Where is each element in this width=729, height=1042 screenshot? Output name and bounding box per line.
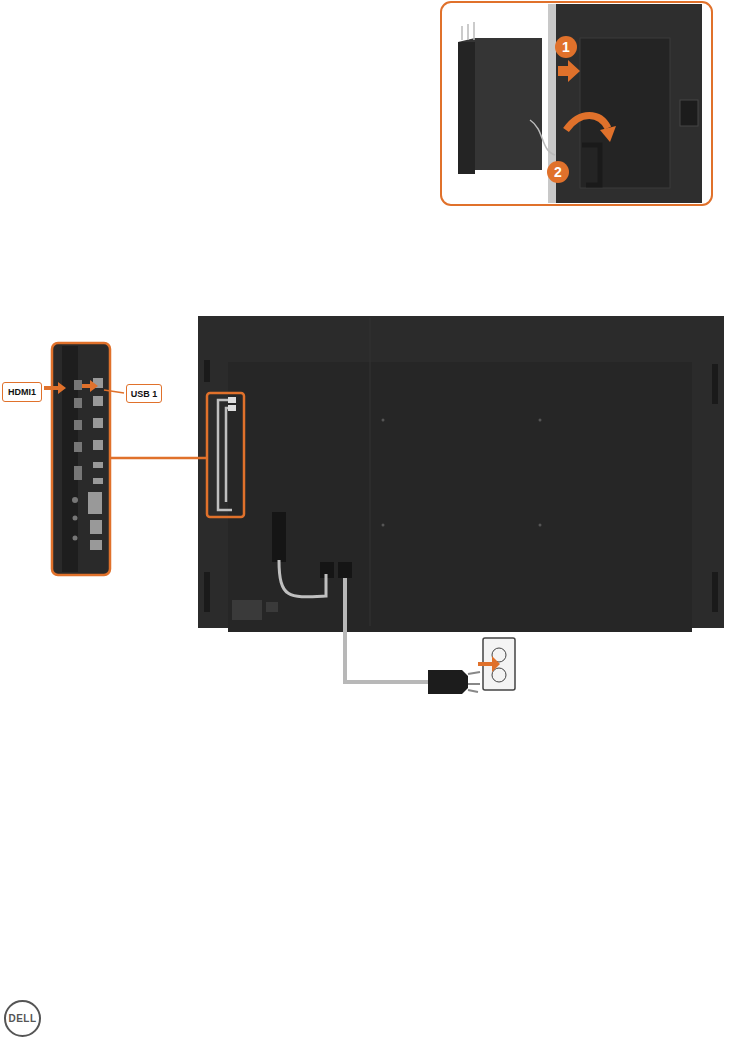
handle (712, 572, 718, 612)
zoom-leader (110, 457, 207, 460)
callout-number: 2 (547, 161, 569, 183)
port-label-text: USB 1 (131, 389, 158, 399)
zoom-panel (52, 343, 110, 575)
callout-number: 1 (555, 36, 577, 58)
rotate-arrow (566, 116, 608, 131)
handle (712, 364, 718, 404)
prongs (468, 672, 480, 692)
internal-cable (279, 560, 326, 597)
usb-leader (104, 390, 124, 393)
cable-slot (272, 512, 286, 562)
cables (218, 400, 234, 510)
cables (462, 22, 474, 40)
usb-arrow (82, 380, 98, 392)
monitor-rear (556, 4, 702, 203)
recess-slot (680, 100, 698, 126)
port-label: HDMI1 (2, 382, 42, 402)
brand-logo: DELL (4, 1000, 41, 1037)
cable (530, 120, 555, 155)
hdmi-arrow (44, 382, 66, 394)
cover-panel (458, 38, 542, 174)
push-arrow (558, 60, 580, 82)
power-plug (428, 670, 468, 694)
handle (204, 360, 210, 382)
brand-logo-text: DELL (8, 1013, 36, 1024)
arrow-head (600, 126, 616, 142)
latch (582, 145, 600, 185)
inset-frame (441, 2, 712, 205)
plug-arrow (478, 656, 500, 672)
rating-label (232, 600, 262, 620)
handle (204, 572, 210, 612)
callout-number-text: 2 (554, 164, 562, 180)
power-cable (345, 578, 462, 682)
power-socket (338, 562, 352, 578)
callout-number-text: 1 (562, 39, 570, 55)
port-label-text: HDMI1 (8, 387, 36, 397)
highlight-box (207, 393, 244, 517)
rating-label (266, 602, 278, 612)
cover-side (458, 42, 475, 174)
port-label: USB 1 (126, 384, 162, 403)
rear-cover (228, 362, 692, 632)
seam (370, 318, 371, 626)
